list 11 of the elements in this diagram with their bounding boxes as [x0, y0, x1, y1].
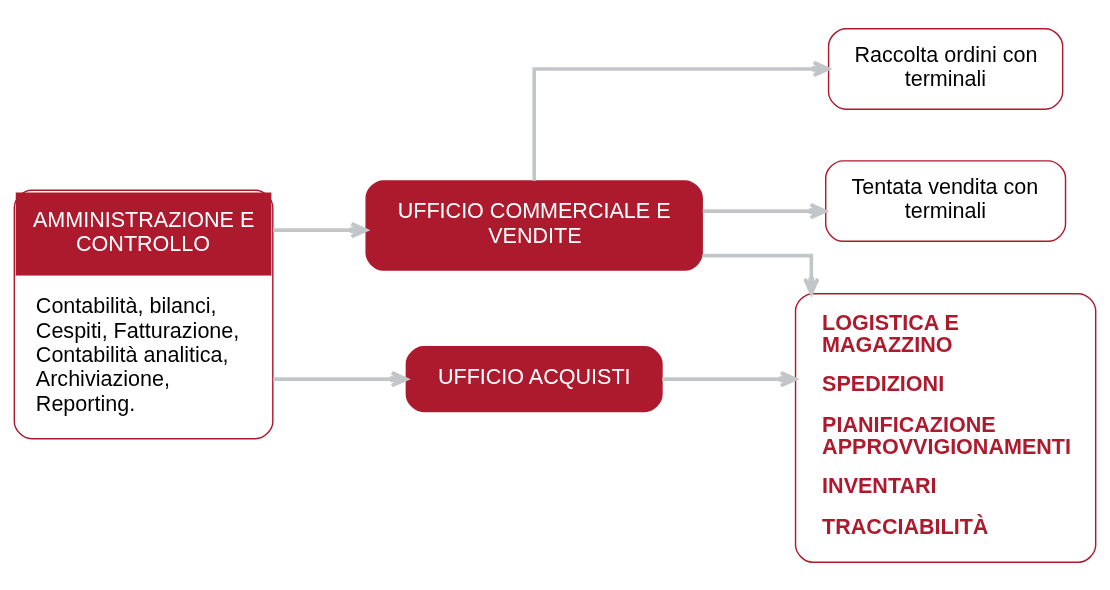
arrow [273, 370, 409, 387]
arrow [702, 202, 827, 219]
arrow [662, 370, 798, 387]
node-box: UFFICIO COMMERCIALE E VENDITE [365, 179, 703, 271]
arrow [532, 60, 831, 181]
node-box: Raccolta ordini con terminali [827, 27, 1064, 110]
arrow [702, 253, 820, 295]
arrow [273, 221, 368, 238]
node-box: LOGISTICA E MAGAZZINO SPEDIZIONI PIANIFICAZIONE APPROVVIGIONAMENTI INVENTARI TRACCIABILITÀ [794, 292, 1097, 563]
node-box: UFFICIO ACQUISTI [405, 345, 663, 412]
node-box: Tentata vendita con terminali [825, 159, 1067, 242]
